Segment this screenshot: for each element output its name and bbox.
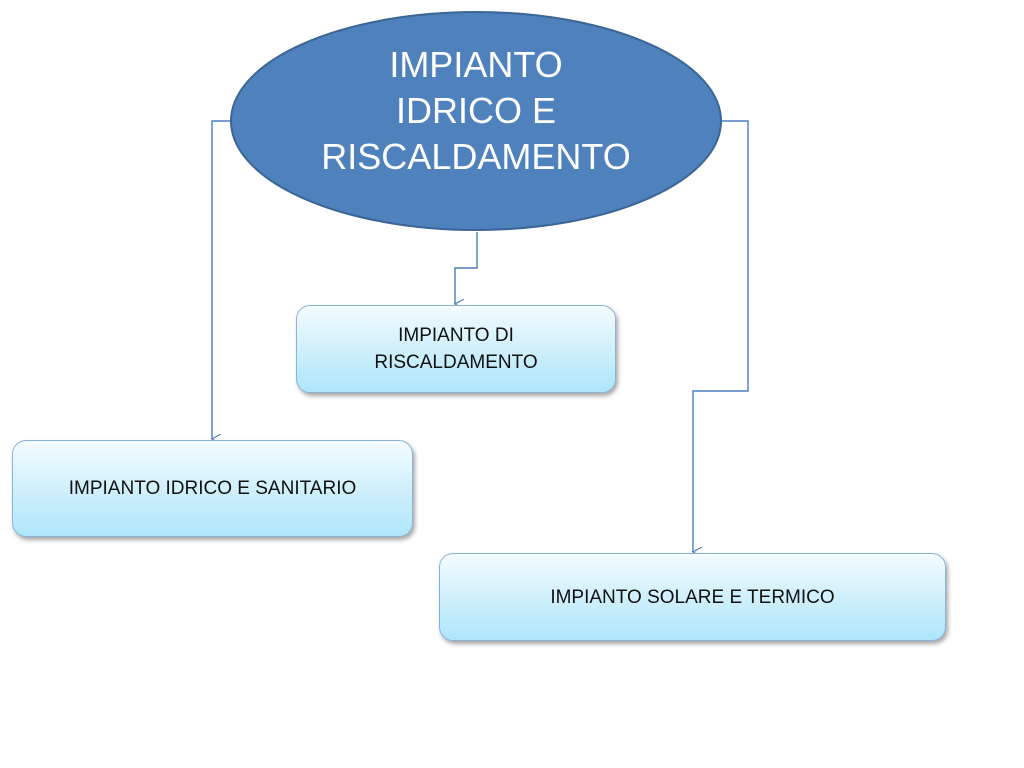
node-impianto-riscaldamento: IMPIANTO DI RISCALDAMENTO [296, 305, 616, 393]
root-label-line: IMPIANTO [389, 44, 563, 85]
root-label-line: IDRICO E [395, 90, 556, 131]
node-impianto-solare-termico: IMPIANTO SOLARE E TERMICO [439, 553, 946, 641]
connector-root-to-riscaldamento [455, 232, 478, 304]
node-label: IMPIANTO IDRICO E SANITARIO [68, 478, 357, 499]
connector-root-to-sanitario [212, 120, 231, 439]
connector-root-to-solare [693, 120, 749, 552]
node-label: IMPIANTO DI RISCALDAMENTO [374, 322, 537, 376]
root-label-line: RISCALDAMENTO [321, 136, 631, 177]
root-node-label: IMPIANTO IDRICO E RISCALDAMENTO [280, 42, 672, 180]
root-ellipse [230, 11, 722, 231]
node-label-line: RISCALDAMENTO [374, 352, 538, 373]
node-label-line: IMPIANTO DI [398, 325, 514, 346]
node-label: IMPIANTO SOLARE E TERMICO [550, 586, 835, 608]
node-impianto-idrico-sanitario: IMPIANTO IDRICO E SANITARIO [12, 440, 413, 537]
